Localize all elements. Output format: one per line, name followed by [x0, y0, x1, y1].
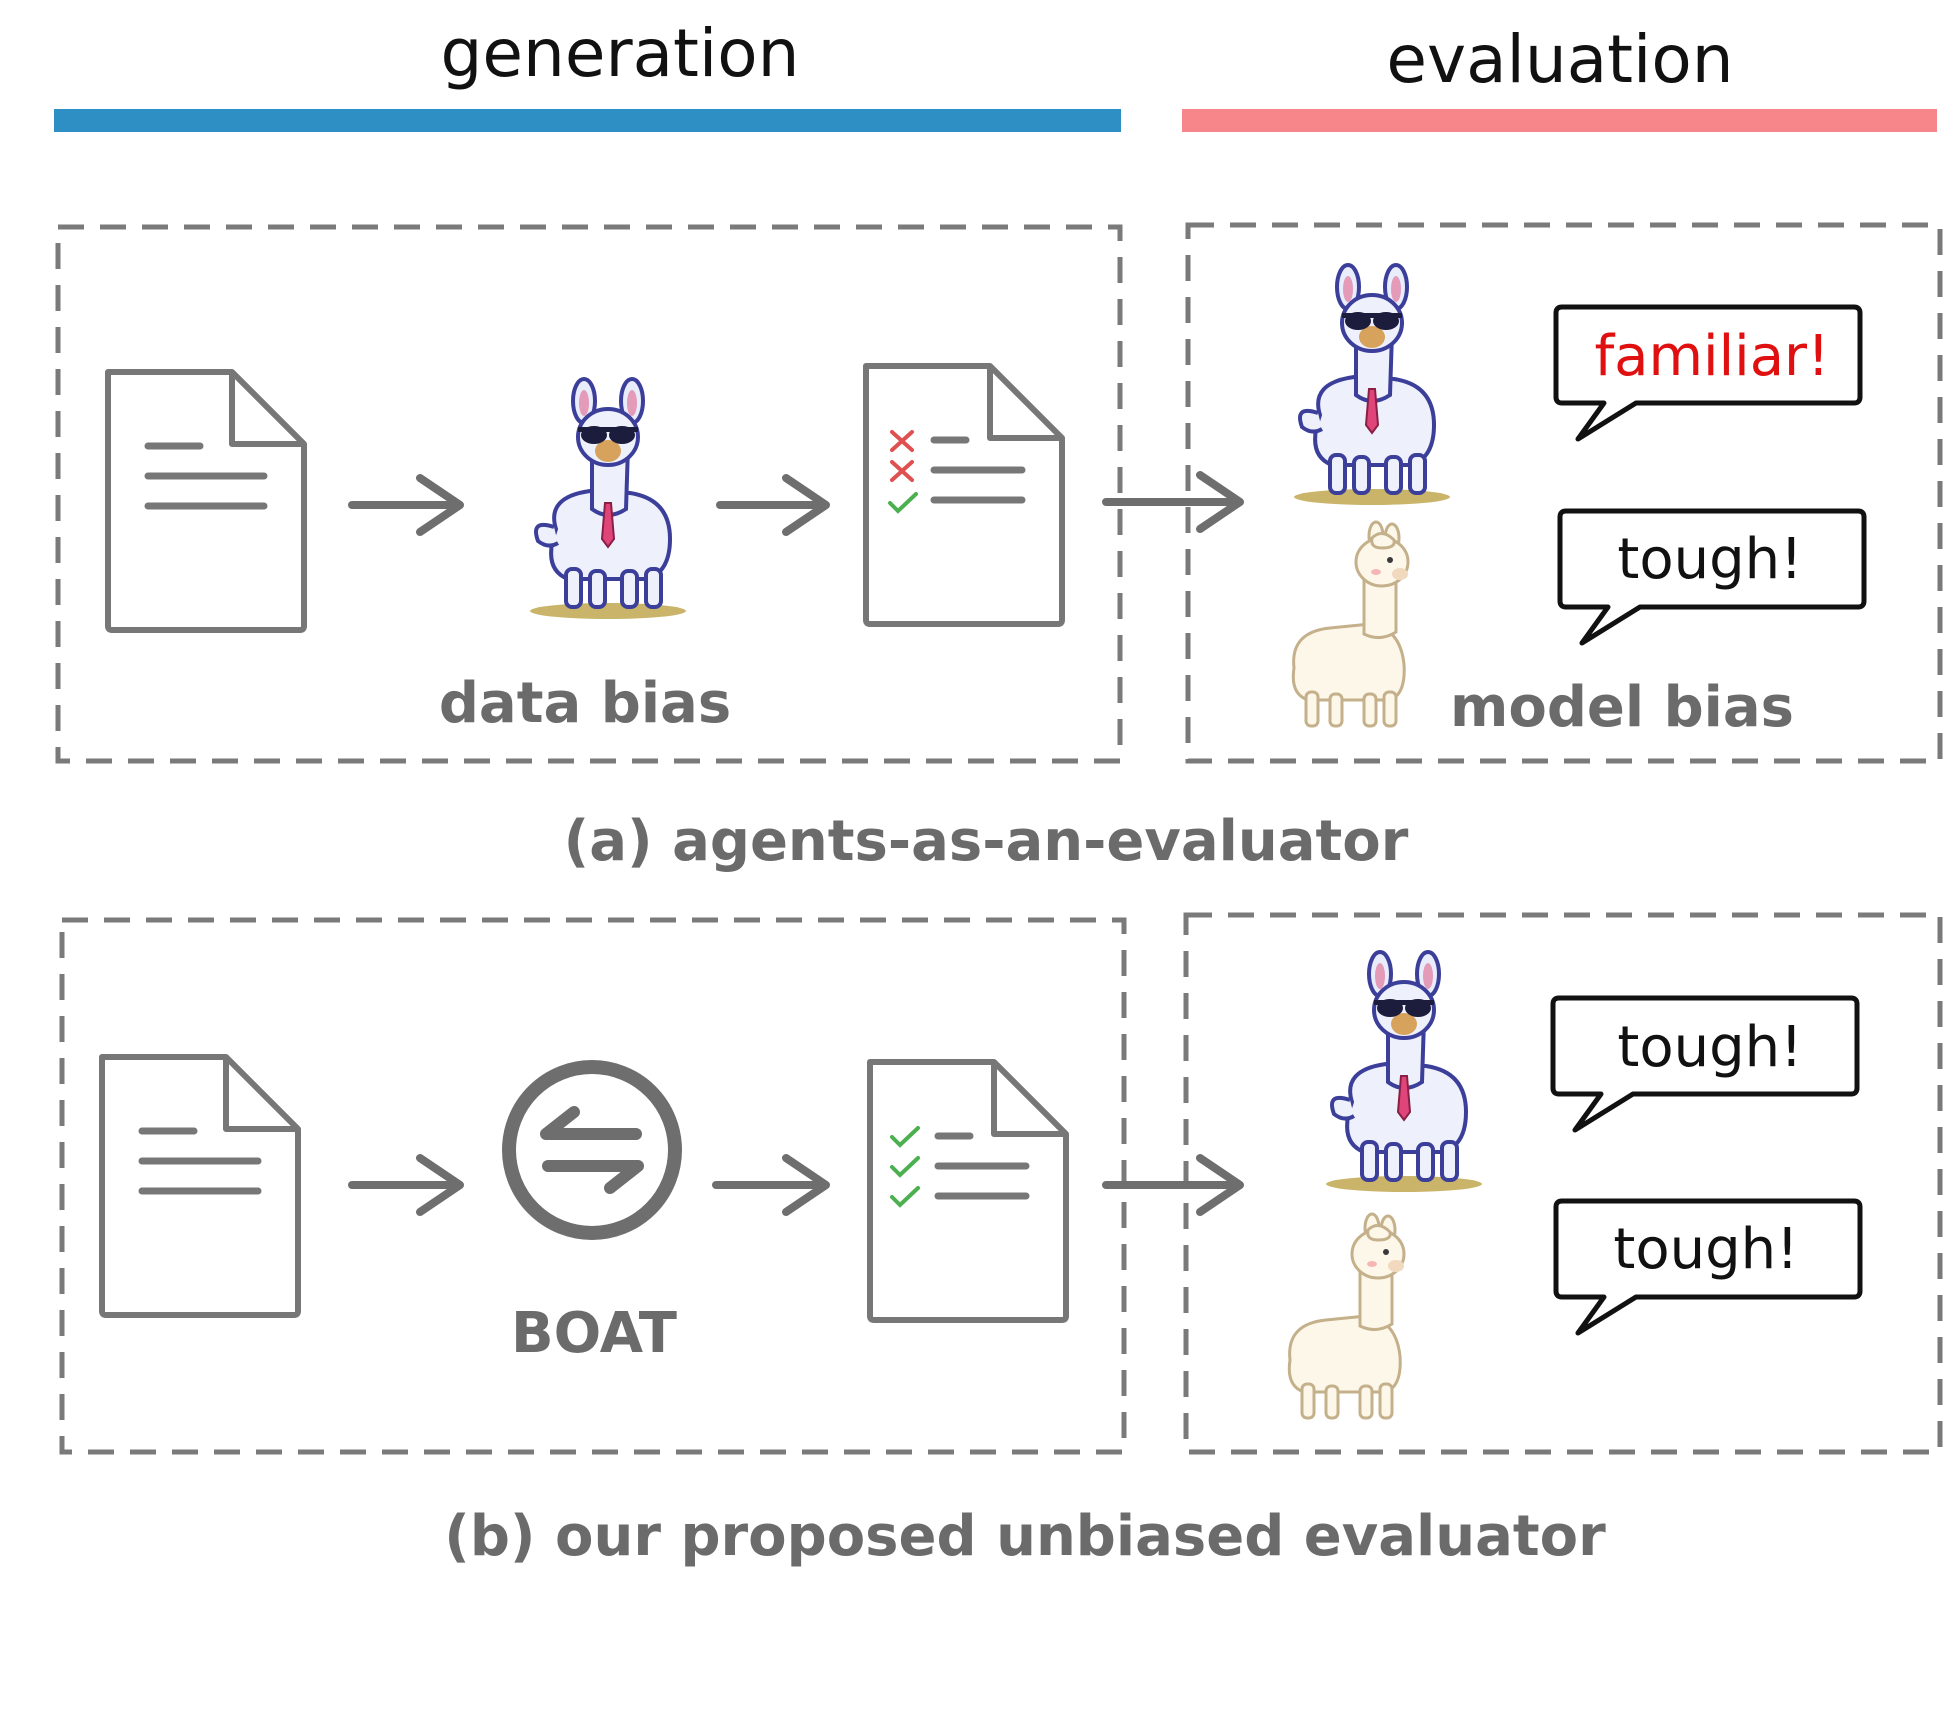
- swap-arrows-circle-icon: [502, 1060, 682, 1240]
- bubble-text-familiar: familiar!: [1594, 324, 1829, 389]
- panel-b-caption: (b) our proposed unbiased evaluator: [444, 1504, 1606, 1569]
- llama-sunglasses-icon: [1292, 263, 1452, 507]
- panel-a-caption: (a) agents-as-an-evaluator: [564, 809, 1409, 874]
- speech-bubble-tough: tough!: [1560, 511, 1864, 643]
- boat-label: BOAT: [511, 1301, 677, 1366]
- alpaca-icon: [1287, 1212, 1406, 1420]
- bubble-text-tough: tough!: [1613, 1217, 1798, 1282]
- evaluation-header: evaluation: [1386, 21, 1733, 98]
- arrow-icon: [716, 474, 830, 536]
- model-bias-label: model bias: [1450, 675, 1794, 740]
- bubble-text-tough: tough!: [1617, 1015, 1802, 1080]
- document-icon: [102, 1057, 298, 1315]
- document-icon: [108, 372, 304, 630]
- arrow-icon: [712, 1154, 830, 1216]
- llama-sunglasses-icon: [1324, 950, 1484, 1194]
- generation-bar: [54, 109, 1121, 132]
- panel-a: data bias familiar! tough! model bias: [55, 222, 1943, 764]
- panel-b-generation-box: [59, 917, 1127, 1455]
- arrow-icon: [348, 474, 464, 536]
- speech-bubble-tough: tough!: [1556, 1201, 1860, 1333]
- evaluation-bar: [1182, 109, 1937, 132]
- bubble-text-tough: tough!: [1617, 527, 1802, 592]
- arrow-icon: [1102, 471, 1244, 533]
- generation-header: generation: [441, 15, 800, 92]
- panel-b: BOAT tough! tough!: [59, 912, 1943, 1455]
- graded-document-checks-icon: [870, 1062, 1066, 1320]
- panel-a-evaluation-box: [1185, 222, 1943, 764]
- arrow-icon: [348, 1154, 464, 1216]
- arrow-icon: [1102, 1154, 1244, 1216]
- data-bias-label: data bias: [439, 671, 731, 736]
- llama-sunglasses-icon: [528, 377, 688, 621]
- alpaca-icon: [1291, 520, 1410, 728]
- speech-bubble-tough: tough!: [1553, 998, 1857, 1130]
- speech-bubble-familiar: familiar!: [1556, 307, 1860, 439]
- graded-document-mixed-icon: [866, 366, 1062, 624]
